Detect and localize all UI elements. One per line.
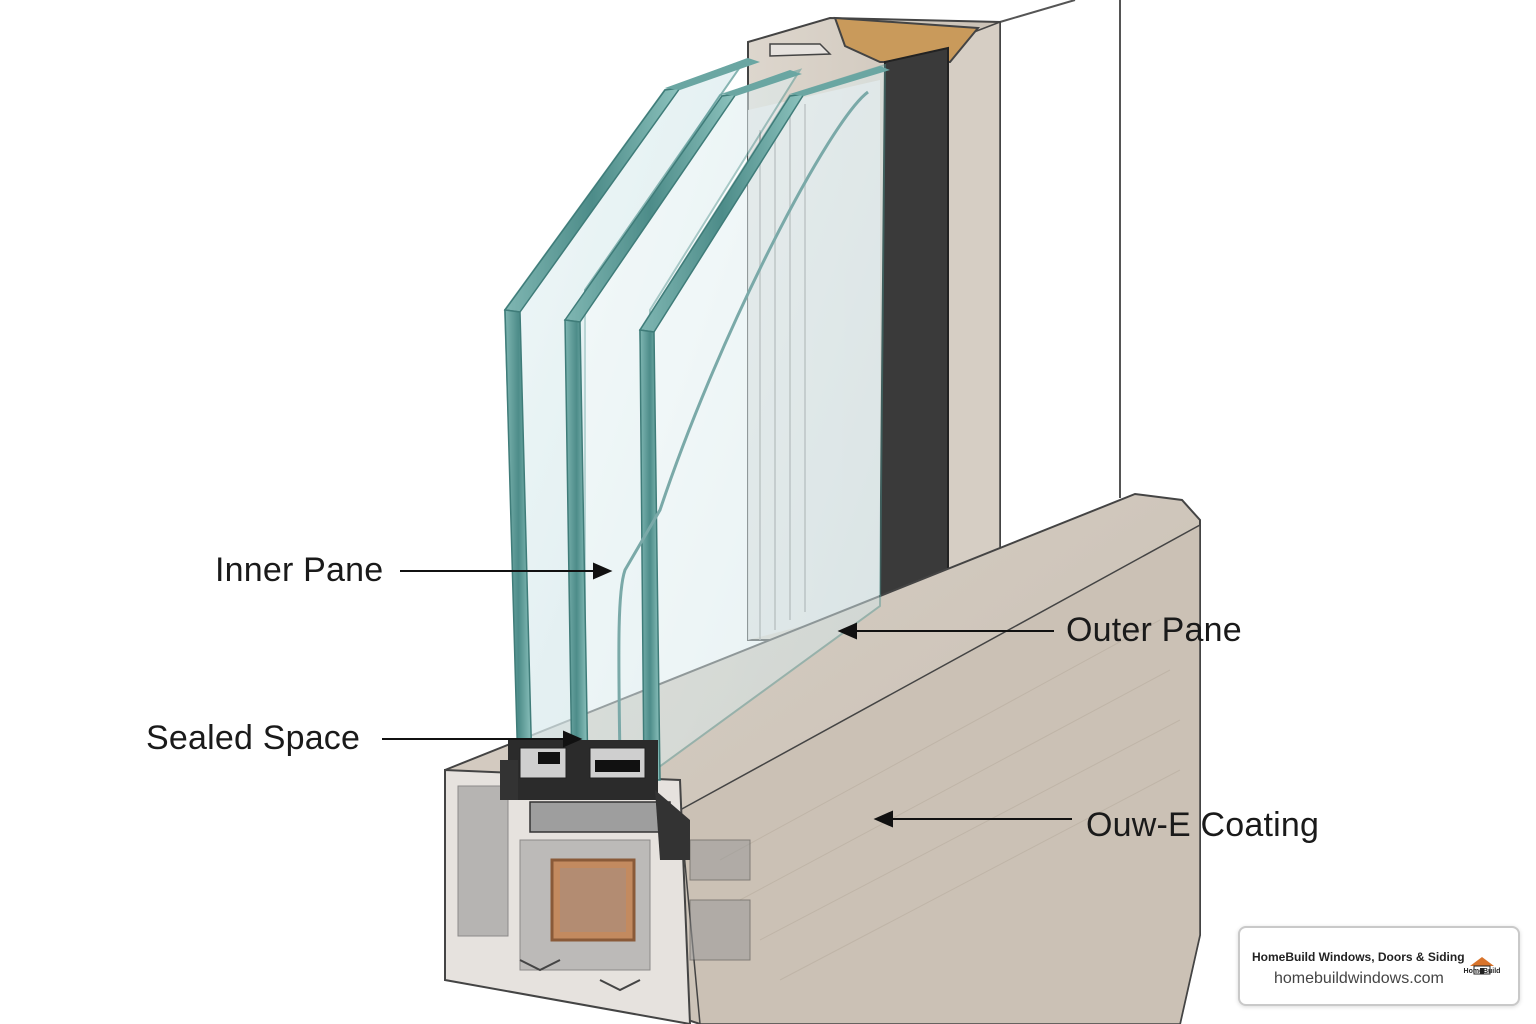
- label-low-e-coating: Ouw-E Coating: [1086, 806, 1320, 844]
- leader-arrows: [382, 562, 1072, 828]
- badge-url[interactable]: homebuildwindows.com: [1274, 970, 1444, 987]
- arrowhead-inner-pane: [593, 562, 613, 580]
- homebuild-logo-icon: HomeBuild: [1462, 954, 1502, 984]
- label-inner-pane: Inner Pane: [215, 551, 384, 589]
- sealed-space-spacers: [500, 740, 690, 860]
- badge-company-name: HomeBuild Windows, Doors & Siding: [1252, 950, 1465, 964]
- logo-wordmark: HomeBuild: [1463, 968, 1501, 975]
- label-sealed-space: Sealed Space: [146, 719, 361, 757]
- wall-outline: [999, 0, 1121, 498]
- glass-panes: [503, 57, 890, 781]
- arrowhead-low-e-coating: [873, 810, 893, 828]
- arrowhead-sealed-space: [563, 730, 583, 748]
- arrowhead-outer-pane: [837, 622, 857, 640]
- house-icon: [1470, 957, 1494, 975]
- pvc-profile: [444, 768, 751, 1024]
- pane-edge-3-side: [639, 329, 661, 781]
- label-outer-pane: Outer Pane: [1066, 611, 1242, 649]
- low-e-film: [617, 90, 869, 761]
- company-badge[interactable]: HomeBuild Windows, Doors & Siding homebu…: [1238, 926, 1520, 1006]
